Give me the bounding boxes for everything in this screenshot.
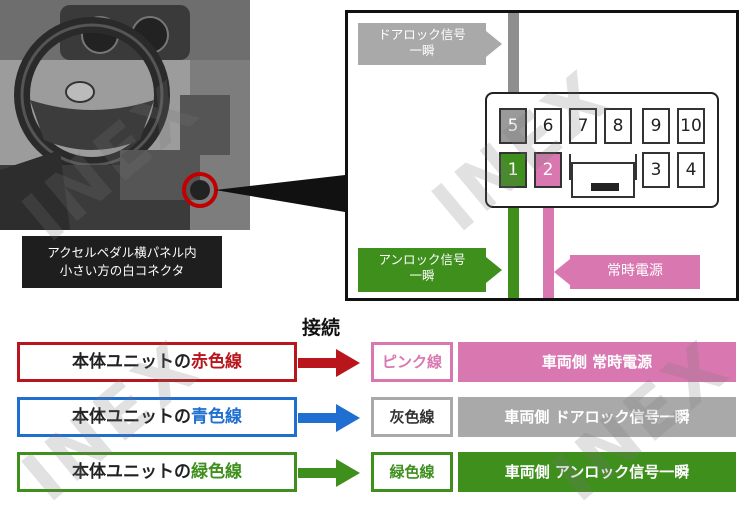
caption-line2: 小さい方の白コネクタ bbox=[59, 263, 185, 278]
door-lock-signal-tag: ドアロック信号 一瞬 bbox=[358, 23, 502, 65]
arrow-right-icon bbox=[298, 349, 360, 377]
pin-1: 1 bbox=[499, 152, 527, 188]
car-pink-wire-label: ピンク線 bbox=[371, 342, 453, 382]
caption-line1: アクセルペダル横パネル内 bbox=[47, 245, 197, 260]
pin-9: 9 bbox=[642, 108, 670, 144]
car-interior-photo bbox=[0, 0, 250, 230]
unit-blue-wire-box: 本体ユニットの青色線 bbox=[17, 397, 297, 437]
photo-caption: アクセルペダル横パネル内 小さい方の白コネクタ bbox=[22, 236, 222, 288]
unit-prefix: 本体ユニットの bbox=[72, 352, 191, 372]
pin-5: 5 bbox=[499, 108, 527, 144]
unit-prefix: 本体ユニットの bbox=[72, 462, 191, 482]
door-lock-tag-line1: ドアロック信号 bbox=[378, 27, 466, 42]
connector-diagram: 5 6 7 8 9 10 1 2 3 4 ドアロック信号 一瞬 アンロック信号 … bbox=[345, 10, 739, 301]
car-green-wire-label: 緑色線 bbox=[371, 452, 453, 492]
car-interior-illustration bbox=[0, 0, 250, 230]
unlock-tag-line2: 一瞬 bbox=[409, 268, 435, 283]
car-constant-power-desc: 車両側 常時電源 bbox=[458, 342, 736, 382]
latch-key bbox=[591, 183, 619, 191]
connector-housing: 5 6 7 8 9 10 1 2 3 4 bbox=[485, 92, 719, 208]
unit-prefix: 本体ユニットの bbox=[72, 407, 191, 427]
arrow-right-icon bbox=[298, 404, 360, 432]
constant-power-tag: 常時電源 bbox=[554, 255, 700, 289]
pin-10: 10 bbox=[677, 108, 705, 144]
car-gray-wire-label: 灰色線 bbox=[371, 397, 453, 437]
pin-8: 8 bbox=[604, 108, 632, 144]
unlock-tag-line1: アンロック信号 bbox=[378, 252, 466, 267]
pin-7: 7 bbox=[569, 108, 597, 144]
unlock-signal-tag: アンロック信号 一瞬 bbox=[358, 248, 502, 292]
car-unlock-desc: 車両側 アンロック信号一瞬 bbox=[458, 452, 736, 492]
connector-latch bbox=[571, 162, 635, 198]
door-lock-tag-line2: 一瞬 bbox=[409, 43, 435, 58]
pin-6: 6 bbox=[534, 108, 562, 144]
unit-color-word: 赤色線 bbox=[191, 352, 242, 372]
green-wire bbox=[508, 207, 519, 298]
pink-wire bbox=[543, 207, 554, 298]
arrow-right-icon bbox=[298, 459, 360, 487]
pin-3: 3 bbox=[642, 152, 670, 188]
unit-color-word: 緑色線 bbox=[191, 462, 242, 482]
unit-color-word: 青色線 bbox=[191, 407, 242, 427]
unit-green-wire-box: 本体ユニットの緑色線 bbox=[17, 452, 297, 492]
pin-4: 4 bbox=[677, 152, 705, 188]
pin-2: 2 bbox=[534, 152, 562, 188]
car-door-lock-desc: 車両側 ドアロック信号一瞬 bbox=[458, 397, 736, 437]
unit-red-wire-box: 本体ユニットの赤色線 bbox=[17, 342, 297, 382]
connection-label: 接続 bbox=[302, 317, 341, 339]
